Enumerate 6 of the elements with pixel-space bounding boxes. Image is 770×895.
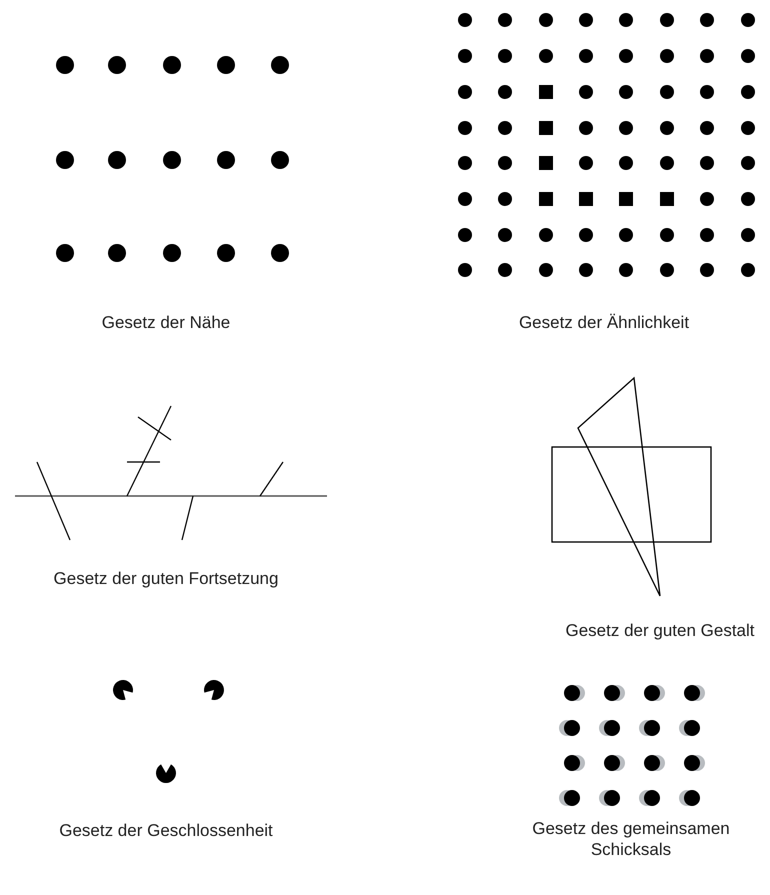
caption: Gesetz der guten Fortsetzung: [52, 568, 280, 589]
caption: Gesetz der Geschlossenheit: [58, 820, 274, 841]
caption: Gesetz der guten Gestalt: [564, 620, 756, 641]
caption: Gesetz der Ähnlichkeit: [518, 312, 690, 333]
caption: Gesetz des gemeinsamen Schicksals: [531, 818, 731, 860]
caption: Gesetz der Nähe: [100, 312, 232, 333]
